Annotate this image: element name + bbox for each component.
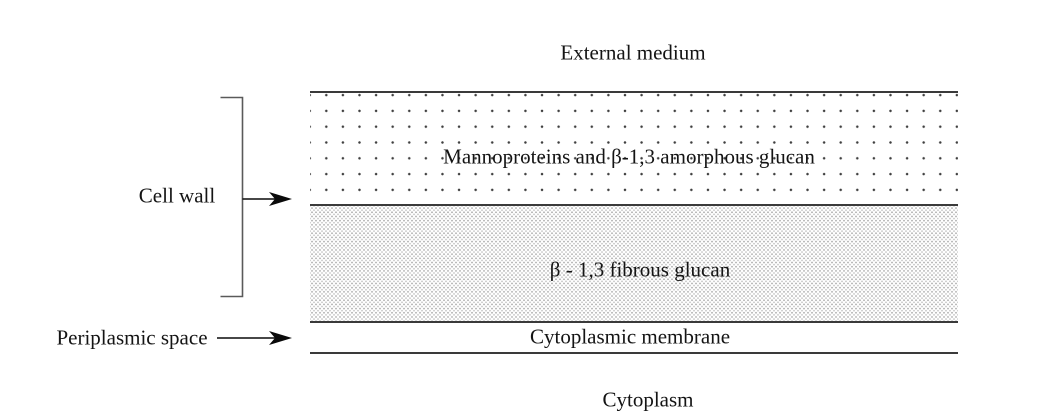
periplasmic-space-arrow <box>217 331 292 345</box>
mannoprotein-layer: Mannoproteins and β-1,3 amorphous glucan <box>310 93 958 204</box>
cytoplasmic-membrane-label: Cytoplasmic membrane <box>529 324 731 349</box>
mannoprotein-layer-label: Mannoproteins and β-1,3 amorphous glucan <box>443 144 815 169</box>
membrane-lower-line <box>310 352 958 354</box>
fibrous-glucan-layer: β - 1,3 fibrous glucan <box>310 206 958 321</box>
external-medium-label: External medium <box>560 40 706 65</box>
cell-wall-arrow <box>242 192 292 206</box>
fibrous-glucan-layer-label: β - 1,3 fibrous glucan <box>549 257 731 282</box>
cell-wall-bracket <box>220 96 244 298</box>
periplasmic-space-label: Periplasmic space <box>56 325 208 350</box>
cytoplasm-label: Cytoplasm <box>602 387 694 412</box>
membrane-upper-line <box>310 321 958 323</box>
cell-wall-label: Cell wall <box>138 183 216 208</box>
wall-outer-boundary-line <box>310 91 958 93</box>
wall-layer-boundary-line <box>310 204 958 206</box>
